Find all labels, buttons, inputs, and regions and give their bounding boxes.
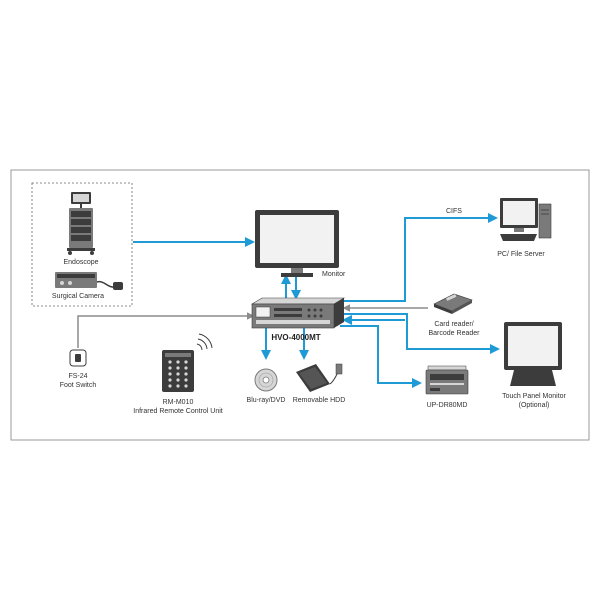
touch-monitor-label-line2: (Optional) (519, 402, 550, 409)
touch-monitor-label-line1: Touch Panel Monitor (502, 393, 566, 400)
endoscope-label: Endoscope (63, 259, 98, 266)
link-footswitch-recorder (77, 312, 255, 348)
printer-label: UP-DR80MD (427, 402, 468, 409)
remote-control-icon (162, 333, 213, 392)
monitor-label: Monitor (322, 271, 346, 278)
source-group-box (31, 182, 133, 307)
monitor-icon (255, 210, 339, 277)
surgical-camera-icon (55, 272, 123, 290)
diagram-frame (10, 169, 590, 441)
card-reader-icon (433, 293, 473, 314)
printer-icon (425, 365, 469, 395)
recorder-label: HVO-4000MT (271, 333, 320, 342)
cifs-label: CIFS (446, 208, 462, 215)
pc-server-label: PC/ File Server (497, 251, 545, 258)
pc-server-icon (500, 198, 552, 241)
card-reader-label-line2: Barcode Reader (429, 330, 481, 337)
hdd-label: Removable HDD (293, 397, 346, 404)
foot-switch-icon (69, 349, 87, 367)
bluray-disc-icon (254, 368, 278, 392)
link-recorder-touchmonitor (340, 313, 500, 354)
remote-label-line2: Infrared Remote Control Unit (133, 408, 223, 415)
endoscope-tower-icon (67, 192, 95, 255)
link-recorder-printer (340, 325, 422, 388)
foot-switch-label-line1: FS-24 (68, 373, 87, 380)
remote-label-line1: RM-M010 (163, 399, 194, 406)
touch-panel-monitor-icon (504, 322, 562, 386)
card-reader-label-line1: Card reader/ (434, 321, 473, 328)
foot-switch-label-line2: Foot Switch (60, 382, 97, 389)
removable-hdd-icon (296, 363, 343, 392)
surgical-camera-label: Surgical Camera (52, 293, 104, 300)
recorder-icon (250, 297, 346, 329)
bluray-label: Blu-ray/DVD (247, 397, 286, 404)
link-recorder-pc (340, 213, 498, 302)
